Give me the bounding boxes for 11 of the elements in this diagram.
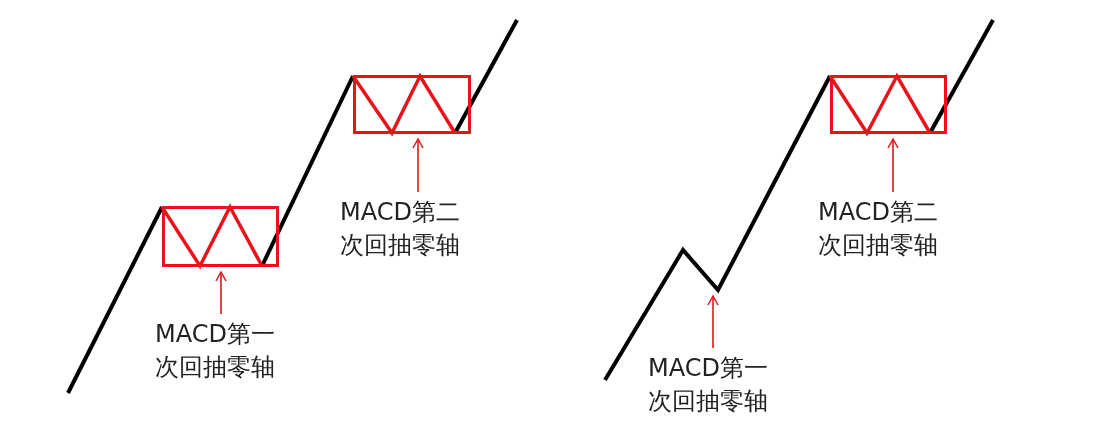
annotation-text: MACD第二次回抽零轴 — [340, 196, 468, 262]
annotation-text: MACD第二次回抽零轴 — [818, 196, 946, 262]
leader-arrow — [215, 271, 227, 315]
highlight-box — [830, 75, 947, 134]
highlight-box — [162, 206, 279, 267]
leader-arrow — [887, 138, 899, 193]
highlight-box — [353, 75, 471, 134]
annotation-text: MACD第一次回抽零轴 — [155, 318, 283, 384]
leader-arrow — [412, 138, 424, 193]
annotation-text: MACD第一次回抽零轴 — [648, 352, 776, 418]
leader-arrow — [707, 295, 719, 349]
